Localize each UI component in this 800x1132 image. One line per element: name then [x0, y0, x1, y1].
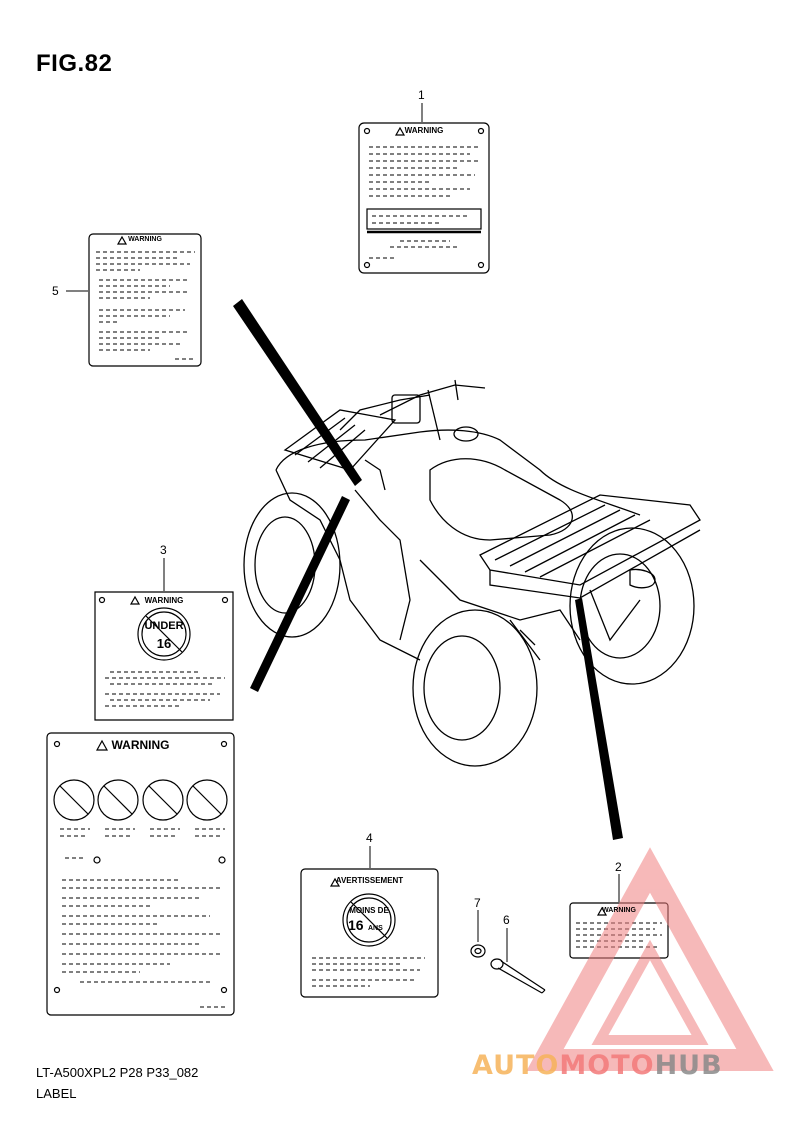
label-5-warning[interactable]: [88, 233, 202, 367]
watermark-text: AUTOMOTOHUB: [472, 1050, 723, 1081]
figure-code: LT-A500XPL2 P28 P33_082: [36, 1065, 199, 1080]
label-3-under-text: UNDER: [144, 620, 184, 632]
label-3-under-number: 16: [156, 636, 172, 651]
label-4-heading: AVERTISSEMENT: [335, 876, 404, 885]
figure-title: FIG.82: [36, 50, 113, 77]
callout-1: 1: [418, 88, 425, 102]
callout-6: 6: [503, 913, 510, 927]
label-4-moins-suffix: ANS: [368, 925, 383, 932]
label-4-avertissement[interactable]: [300, 868, 439, 998]
part-6-rivet[interactable]: [490, 958, 546, 994]
figure-caption: LABEL: [36, 1086, 77, 1101]
label-3-heading: WARNING: [144, 596, 184, 605]
callout-2: 2: [615, 860, 622, 874]
watermark-part-auto: AUTO: [472, 1050, 560, 1081]
label-1-warning[interactable]: [358, 122, 490, 274]
watermark-logo: [526, 847, 774, 1071]
callout-3: 3: [160, 543, 167, 557]
label-1-heading: WARNING: [404, 126, 444, 135]
label-3-warning[interactable]: [94, 591, 234, 721]
label-5-heading: WARNING: [128, 236, 162, 243]
callout-7: 7: [474, 896, 481, 910]
part-7-washer[interactable]: [470, 944, 486, 958]
label-3-large-warning[interactable]: [46, 732, 235, 1016]
label-4-moins-text: MOINS DE: [349, 906, 389, 915]
atv-illustration: [243, 379, 701, 767]
label-4-moins-number: 16: [348, 917, 364, 933]
callout-4: 4: [366, 831, 373, 845]
watermark-part-moto: MOTO: [559, 1050, 655, 1081]
label-2-heading: WARNING: [602, 907, 636, 914]
callout-5: 5: [52, 284, 59, 298]
watermark-part-hub: HUB: [654, 1050, 723, 1081]
label-3-large-heading: WARNING: [111, 738, 170, 752]
